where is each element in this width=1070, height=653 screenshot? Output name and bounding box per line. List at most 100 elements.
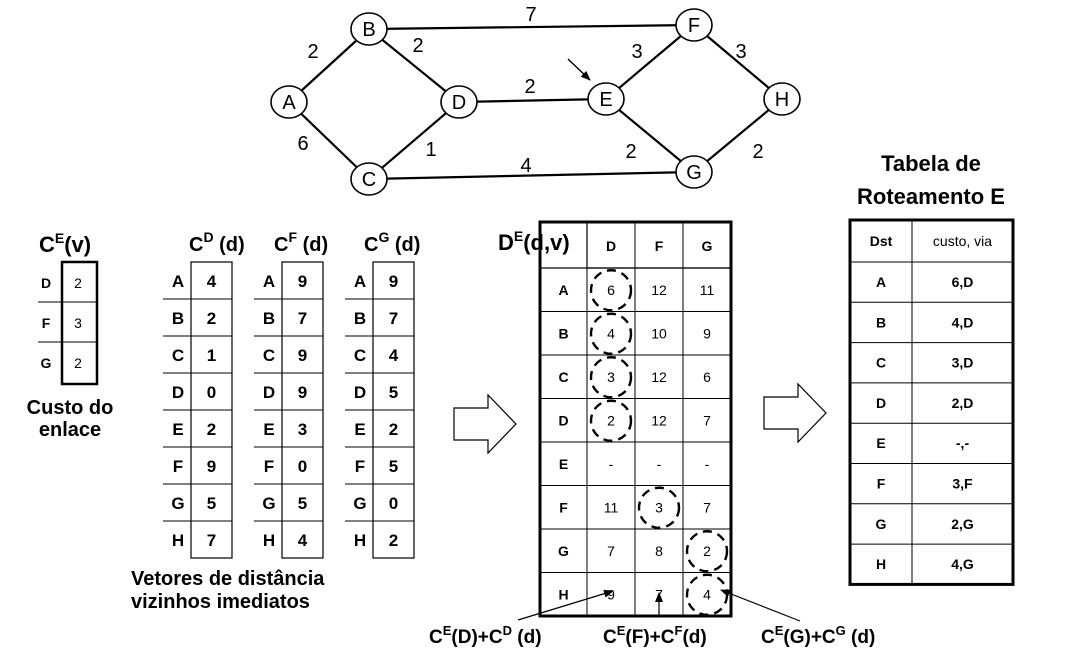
routing-dst: F — [877, 476, 886, 492]
vector-dest-label: D — [354, 383, 366, 402]
routing-dst: H — [876, 556, 886, 572]
distance-table-frame — [538, 220, 733, 618]
routing-table-title: Tabela de — [881, 151, 981, 176]
vector-value: 7 — [298, 309, 307, 328]
distance-table-row-label: H — [558, 587, 568, 603]
graph-edge-f-h — [693, 24, 783, 100]
routing-entry: 2,G — [951, 516, 974, 532]
node-label: G — [686, 162, 702, 184]
vector-value: 9 — [207, 457, 216, 476]
graph-edge-b-d — [368, 28, 460, 103]
distance-table-row-label: B — [558, 326, 568, 342]
routing-header-cost: custo, via — [933, 233, 992, 249]
edge-cost-label: 3 — [735, 41, 746, 63]
min-cost-circle — [637, 486, 681, 529]
edge-cost-label: 2 — [625, 141, 636, 163]
vector-value: 0 — [389, 494, 398, 513]
distance-table-row-label: A — [558, 282, 568, 298]
node-label: C — [362, 169, 376, 191]
vector-value: 5 — [298, 494, 307, 513]
distance-table-cell: 2 — [607, 413, 615, 429]
link-cost-title: CE(v) — [39, 230, 91, 257]
cost-formula: CE(G)+CG (d) — [761, 623, 875, 648]
routing-entry: 3,D — [952, 355, 974, 371]
vector-dest-label: H — [172, 531, 184, 550]
vector-value: 4 — [298, 531, 308, 550]
vector-value: 1 — [207, 346, 216, 365]
distance-table-cell: 2 — [703, 543, 711, 559]
edge-cost-label: 3 — [631, 41, 642, 63]
graph-node-d: D — [440, 85, 478, 119]
vector-dest-label: A — [354, 272, 366, 291]
distance-table-cell: - — [657, 456, 662, 472]
graph-edge-d-e — [458, 97, 607, 104]
link-cost-value: 3 — [74, 315, 82, 331]
node-label: A — [282, 92, 296, 114]
edge-cost-label: 2 — [752, 141, 763, 163]
distance-table-cell: 12 — [651, 413, 667, 429]
vector-dest-label: B — [354, 309, 366, 328]
vector-dest-label: F — [264, 457, 274, 476]
vector-dest-label: D — [172, 383, 184, 402]
distance-table-cell: 7 — [607, 543, 615, 559]
vector-dest-label: E — [172, 420, 183, 439]
vector-value: 3 — [298, 420, 307, 439]
distance-table-cell: - — [705, 456, 710, 472]
node-label: F — [688, 15, 700, 37]
min-cost-circle — [589, 356, 633, 399]
node-label: H — [775, 89, 789, 111]
graph-edge-c-g — [368, 170, 695, 181]
edge-cost-label: 2 — [412, 35, 423, 57]
edge-cost-label: 1 — [425, 139, 436, 161]
distance-table-cell: 9 — [703, 326, 711, 342]
routing-entry: 3,F — [952, 476, 973, 492]
distance-table-cell: 8 — [655, 543, 663, 559]
node-label: D — [452, 92, 466, 114]
routing-dst: B — [876, 314, 886, 330]
distance-table-cell: 6 — [703, 369, 711, 385]
link-cost-neighbor: F — [42, 315, 51, 331]
edge-cost-label: 2 — [524, 76, 535, 98]
distance-table-col-header: D — [606, 238, 616, 254]
graph-node-b: B — [350, 12, 388, 46]
vector-value: 9 — [298, 272, 307, 291]
vectors-caption: vizinhos imediatos — [131, 591, 310, 613]
link-cost-value: 2 — [74, 355, 82, 371]
vector-value: 0 — [298, 457, 307, 476]
graph-node-a: A — [270, 85, 308, 119]
node-circle — [440, 85, 478, 119]
cost-formula: CE(D)+CD (d) — [429, 623, 542, 648]
vector-value: 2 — [207, 309, 216, 328]
routing-dst: C — [876, 355, 886, 371]
vector-dest-label: D — [263, 383, 275, 402]
link-cost-caption: enlace — [39, 419, 101, 441]
graph-node-h: H — [763, 82, 801, 116]
link-cost-neighbor: D — [41, 275, 51, 291]
vector-value: 2 — [389, 531, 398, 550]
vector-dest-label: E — [263, 420, 274, 439]
distance-table-cell: 12 — [651, 369, 667, 385]
graph-edge-a-b — [288, 28, 370, 103]
routing-entry: 6,D — [952, 274, 974, 290]
vector-value: 9 — [389, 272, 398, 291]
graph-edge-b-f — [368, 23, 695, 31]
node-circle — [675, 155, 713, 189]
distance-table-title: DE(d,v) — [498, 228, 570, 255]
distance-table-cell: 6 — [607, 282, 615, 298]
vector-dest-label: G — [171, 494, 184, 513]
routing-table-title: Roteamento E — [857, 184, 1005, 209]
vector-dest-label: F — [355, 457, 365, 476]
vector-header: CF (d) — [274, 229, 328, 256]
vector-header: CG (d) — [364, 229, 420, 256]
graph-node-f: F — [675, 8, 713, 42]
distance-table-cell: 4 — [607, 326, 615, 342]
graph-edge-e-g — [605, 98, 695, 173]
vector-value: 7 — [207, 531, 216, 550]
distance-table-cell: 4 — [703, 587, 711, 603]
distance-table-cell: 9 — [607, 587, 615, 603]
routing-entry: -,- — [956, 435, 970, 451]
node-circle — [587, 82, 625, 116]
graph-node-g: G — [675, 155, 713, 189]
distance-table-cell: 7 — [703, 413, 711, 429]
